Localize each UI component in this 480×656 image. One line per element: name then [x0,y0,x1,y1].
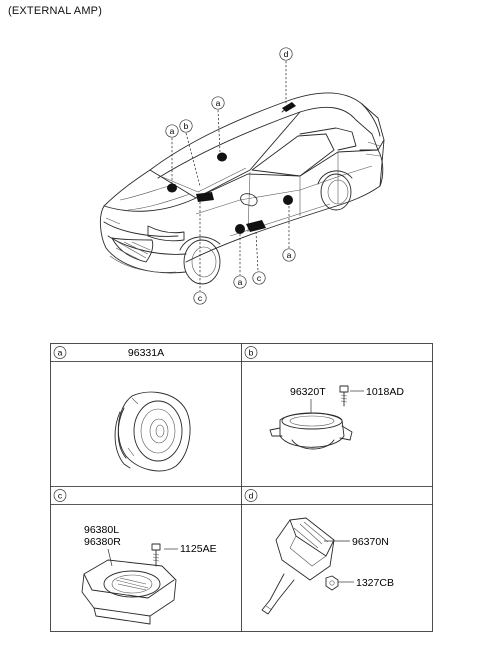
panel-d: d 96370N 1327CB [244,489,394,615]
part-96380L-label: 96380L [84,524,119,536]
part-1327CB-label: 1327CB [356,577,394,589]
svg-text:d: d [249,491,254,501]
svg-text:c: c [198,293,203,303]
car-speaker-rear-door [283,195,293,205]
parts-table [50,343,433,632]
nut-1327CB-drawing [325,575,339,591]
panel-b-callout [244,346,258,359]
car-speaker-center [196,192,214,202]
callout-d-amp: d [279,47,293,61]
callout-a-front-lower: a [233,275,247,289]
panel-a-part-number: 96331A [128,347,164,359]
panel-c-callout [53,489,67,502]
car-callouts: d a b a a a c c [165,47,296,305]
panel-d-callout [244,489,258,502]
part-96380R-label: 96380R [84,536,121,548]
svg-text:c: c [257,273,262,283]
part-1125AE-label: 1125AE [180,543,217,555]
screw-1018AD-drawing [339,385,349,407]
woofer-96380-drawing [81,559,177,625]
svg-text:b: b [249,348,254,358]
car-speaker-dash-left [217,152,227,162]
callout-a-front-door: a [165,124,179,138]
svg-text:a: a [287,250,292,260]
part-96370N-label: 96370N [352,536,389,548]
svg-text:d: d [284,49,289,59]
car-speaker-front-lower [235,224,245,234]
callout-b-center: b [179,119,193,133]
svg-text:a: a [170,126,175,136]
diagram-header-note: (EXTERNAL AMP) [8,5,103,17]
svg-text:a: a [216,98,221,108]
callout-c-woofer: c [252,271,266,285]
part-1018AD-label: 1018AD [366,386,404,398]
callout-a-rear-door: a [282,248,296,262]
amplifier-96370N-drawing [261,517,335,615]
panel-c: c 96380L 96380R 1125AE [53,489,217,625]
svg-text:a: a [58,348,63,358]
svg-text:a: a [238,277,243,287]
callout-a-dash: a [211,96,225,110]
svg-text:c: c [58,491,63,501]
car-speaker-front-door [167,183,177,193]
panel-a: a 96331A [53,346,191,472]
svg-text:b: b [184,121,189,131]
tweeter-96320T-drawing [269,412,353,450]
car-amp [282,102,296,112]
speaker-96331A-drawing [114,391,191,472]
car-speaker-woofer [246,220,266,232]
screw-1125AE-drawing [151,543,161,567]
panel-b: b 96320T 1018AD [244,346,404,450]
part-96320T-label: 96320T [290,386,326,398]
panel-a-callout [53,346,67,359]
car-illustration [99,61,385,291]
callout-c-center: c [193,291,207,305]
